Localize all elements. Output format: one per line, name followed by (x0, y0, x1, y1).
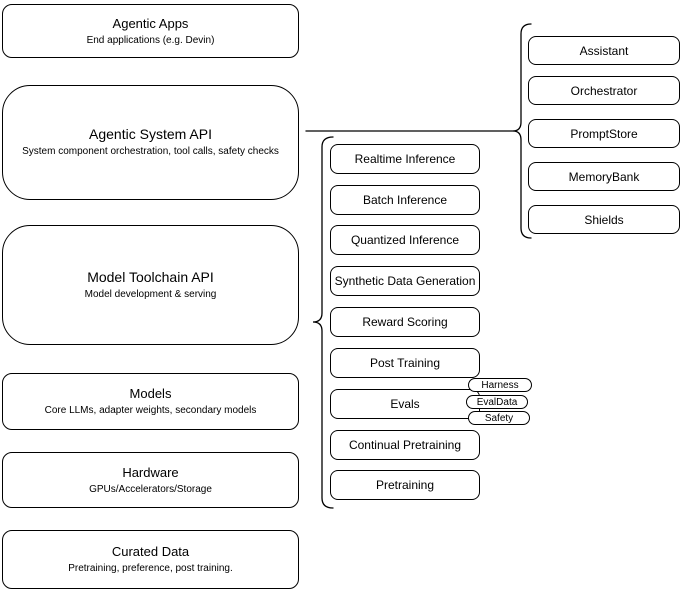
box-memorybank: MemoryBank (528, 162, 680, 191)
pill-safety: Safety (468, 411, 530, 425)
box-label: Continual Pretraining (348, 438, 462, 452)
box-label: Realtime Inference (354, 152, 456, 166)
box-label: Orchestrator (570, 83, 638, 98)
pill-label: Safety (484, 412, 514, 424)
box-pretraining: Pretraining (330, 470, 480, 500)
box-title: Models (129, 386, 172, 401)
box-label: Assistant (579, 43, 629, 58)
box-subtitle: Pretraining, preference, post training. (68, 563, 233, 574)
box-label: MemoryBank (568, 169, 640, 184)
box-label: Shields (584, 212, 624, 227)
box-subtitle: GPUs/Accelerators/Storage (89, 483, 212, 495)
box-subtitle: Model development & serving (84, 288, 217, 300)
box-assistant: Assistant (528, 36, 680, 65)
box-curated-data: Curated Data Pretraining, preference, po… (2, 530, 299, 589)
box-model-toolchain-api: Model Toolchain API Model development & … (2, 225, 299, 345)
box-title: Curated Data (111, 544, 190, 559)
box-title: Agentic Apps (112, 15, 189, 31)
box-subtitle: End applications (e.g. Devin) (86, 34, 215, 46)
box-continual-pretraining: Continual Pretraining (330, 430, 480, 460)
pill-harness: Harness (468, 378, 532, 392)
box-label: Pretraining (375, 478, 435, 492)
box-label: Quantized Inference (350, 233, 460, 247)
box-title: Agentic System API (89, 126, 212, 142)
box-realtime-inference: Realtime Inference (330, 144, 480, 174)
box-evals: Evals (330, 389, 480, 419)
box-reward-scoring: Reward Scoring (330, 307, 480, 337)
box-agentic-system-api: Agentic System API System component orch… (2, 85, 299, 200)
box-hardware: Hardware GPUs/Accelerators/Storage (2, 452, 299, 508)
box-subtitle: System component orchestration, tool cal… (22, 146, 279, 157)
box-models: Models Core LLMs, adapter weights, secon… (2, 373, 299, 430)
box-label: Batch Inference (362, 193, 448, 207)
box-batch-inference: Batch Inference (330, 185, 480, 215)
box-label: PromptStore (570, 126, 638, 141)
box-label: Post Training (369, 356, 441, 370)
box-shields: Shields (528, 205, 680, 234)
box-label: Evals (390, 397, 420, 411)
pill-label: Harness (481, 379, 519, 391)
box-title: Hardware (122, 464, 179, 480)
box-agentic-apps: Agentic Apps End applications (e.g. Devi… (2, 4, 299, 58)
box-post-training: Post Training (330, 348, 480, 378)
box-synthetic-data-generation: Synthetic Data Generation (330, 266, 480, 296)
box-label: Synthetic Data Generation (334, 274, 476, 288)
box-title: Model Toolchain API (87, 268, 214, 285)
box-promptstore: PromptStore (528, 119, 680, 148)
box-orchestrator: Orchestrator (528, 76, 680, 105)
box-label: Reward Scoring (362, 315, 448, 329)
box-subtitle: Core LLMs, adapter weights, secondary mo… (44, 405, 257, 416)
pill-evaldata: EvalData (466, 395, 528, 409)
box-quantized-inference: Quantized Inference (330, 225, 480, 255)
pill-label: EvalData (476, 396, 518, 408)
